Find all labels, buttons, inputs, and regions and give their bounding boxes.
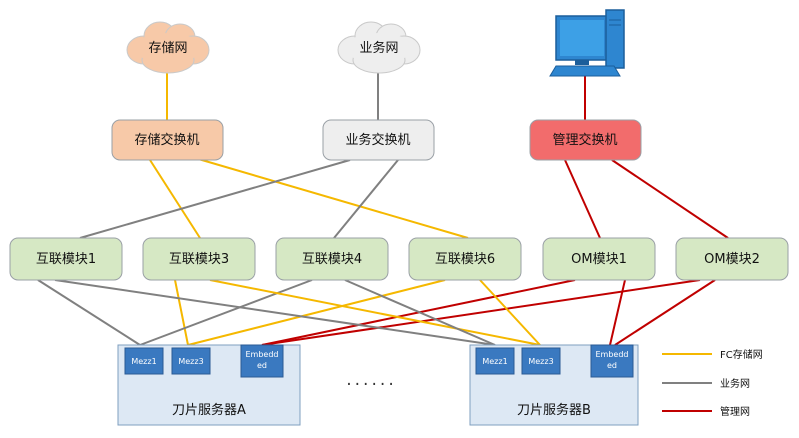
line-ic3-to-server-b (209, 279, 541, 346)
blade-server-b: Mezz1 Mezz3 Embedd ed 刀片服务器B (469, 344, 639, 426)
om2-label: OM模块2 (704, 252, 760, 267)
server-a-mezz3-label: Mezz3 (178, 357, 203, 366)
server-b-name: 刀片服务器B (517, 402, 591, 418)
server-b-embedded-line2: ed (607, 361, 617, 370)
line-ic6-to-server-a (187, 279, 446, 346)
line-om1-to-server-b (609, 279, 626, 346)
line-ic1-to-server-b (54, 279, 496, 346)
line-management-switch-to-om2 (611, 159, 729, 239)
om1-label: OM模块1 (571, 252, 627, 267)
line-storage-switch-to-ic6 (194, 157, 469, 239)
server-a-embedded-line1: Embedd (245, 350, 278, 359)
ic6-label: 互联模块6 (435, 252, 495, 267)
ic1-label: 互联模块1 (36, 252, 96, 267)
legend-fc-label: FC存储网 (720, 348, 763, 361)
storage-switch: 存储交换机 (111, 119, 224, 161)
interconnect-module-4: 互联模块4 (275, 237, 389, 281)
server-a-mezz1-label: Mezz1 (131, 357, 156, 366)
line-ic4-to-server-b (344, 279, 496, 346)
ic3-label: 互联模块3 (169, 252, 229, 267)
storage-net-label: 存储网 (148, 41, 187, 56)
om-module-1: OM模块1 (542, 237, 656, 281)
line-business-switch-to-ic4 (333, 159, 399, 239)
storage-net-cloud: 存储网 (126, 21, 210, 74)
line-management-switch-to-om1 (564, 159, 601, 239)
blade-server-a: Mezz1 Mezz3 Embedd ed 刀片服务器A (117, 344, 301, 426)
management-switch-label: 管理交换机 (552, 132, 617, 148)
connection-lines (37, 72, 729, 346)
legend: FC存储网 业务网 管理网 (662, 348, 763, 418)
line-ic3-to-server-a (174, 279, 189, 346)
legend-management-label: 管理网 (720, 405, 750, 418)
server-a-embedded-line2: ed (257, 361, 267, 370)
line-om2-to-server-a (261, 279, 701, 346)
server-a-name: 刀片服务器A (172, 402, 246, 418)
storage-switch-label: 存储交换机 (134, 132, 199, 148)
server-b-mezz1-label: Mezz1 (482, 357, 507, 366)
embedded-port (240, 344, 284, 378)
line-ic1-to-server-a (37, 279, 141, 346)
business-switch-label: 业务交换机 (345, 132, 410, 148)
mezz3-port (521, 347, 561, 375)
embedded-port (590, 344, 634, 378)
business-net-label: 业务网 (359, 40, 398, 56)
interconnect-module-6: 互联模块6 (408, 237, 522, 281)
om-module-2: OM模块2 (675, 237, 789, 281)
business-switch: 业务交换机 (322, 119, 435, 161)
management-switch: 管理交换机 (529, 119, 642, 161)
line-storage-switch-to-ic3 (149, 159, 201, 239)
business-net-cloud: 业务网 (337, 21, 421, 74)
server-b-embedded-line1: Embedd (595, 350, 628, 359)
server-b-mezz3-label: Mezz3 (528, 357, 553, 366)
line-om2-to-server-b (614, 279, 716, 346)
mezz1-port (475, 347, 515, 375)
computer-icon (549, 9, 625, 77)
interconnect-module-1: 互联模块1 (9, 237, 123, 281)
more-servers-ellipsis: ...... (345, 373, 396, 389)
mezz3-port (171, 347, 211, 375)
legend-business-label: 业务网 (720, 377, 750, 390)
mezz1-port (124, 347, 164, 375)
line-ic4-to-server-a (139, 279, 313, 346)
interconnect-module-3: 互联模块3 (142, 237, 256, 281)
ic4-label: 互联模块4 (302, 252, 362, 267)
line-business-switch-to-ic1 (79, 159, 351, 239)
line-ic6-to-server-b (479, 279, 541, 346)
